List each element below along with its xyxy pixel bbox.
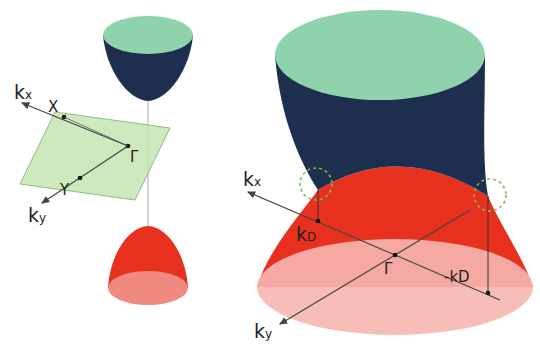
momentum-label: kD — [296, 225, 316, 244]
kd-drop — [318, 190, 319, 221]
ky-axis — [395, 210, 470, 255]
point-label: Y — [60, 183, 69, 198]
kx-axis — [395, 255, 500, 300]
dirac-point-marker — [474, 179, 506, 211]
point-label: X — [48, 100, 58, 115]
dirac-point-marker — [300, 168, 332, 200]
axis-label: kx — [14, 83, 32, 102]
axis-label: kx — [243, 170, 261, 189]
momentum-label: -kD — [444, 270, 470, 285]
path-line — [64, 117, 128, 146]
gamma-point — [393, 253, 398, 258]
axis-label: ky — [28, 206, 46, 225]
kd-point — [486, 291, 491, 296]
kx-axis — [22, 103, 128, 146]
axis-label: ky — [254, 322, 272, 341]
point-label: Γ — [130, 150, 138, 165]
ky-axis — [280, 255, 395, 324]
conduction-band-top — [103, 16, 193, 54]
y-point — [78, 176, 83, 181]
ky-axis — [42, 146, 128, 203]
valence-band-bottom — [257, 239, 533, 335]
conduction-band-top — [275, 10, 485, 100]
valence-band-bottom — [108, 271, 188, 305]
point-label: Γ — [384, 262, 392, 277]
kd-point — [316, 219, 321, 224]
kx-axis — [248, 192, 395, 255]
brillouin-plane — [20, 112, 170, 200]
